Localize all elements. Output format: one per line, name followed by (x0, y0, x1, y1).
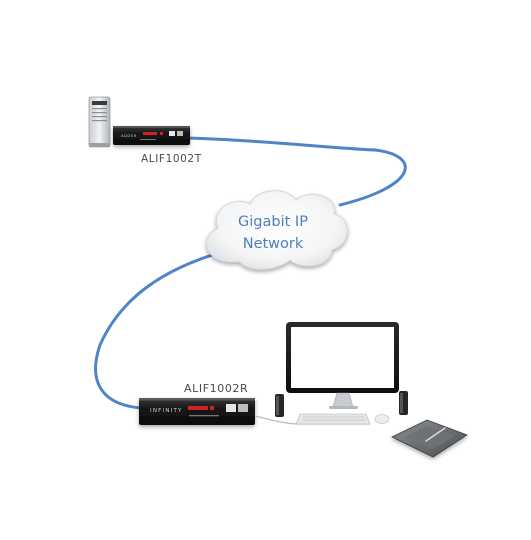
receiver-label: ALIF1002R (184, 382, 248, 395)
ip-cable-group (94, 136, 407, 410)
monitor (286, 322, 399, 409)
mouse (374, 414, 390, 424)
ip-cable-transmitter (186, 136, 407, 207)
transmitter-label: ALIF1002T (141, 153, 202, 165)
speaker-left (275, 394, 284, 417)
transmitter-unit: ADDER (113, 126, 190, 145)
speaker-right (399, 391, 408, 415)
svg-text:ADDER: ADDER (121, 134, 137, 138)
network-label-line1: Gigabit IP (238, 214, 308, 230)
receiver-unit: INFINITY (139, 398, 255, 425)
keyboard (295, 413, 371, 425)
pc-tower (88, 96, 111, 148)
svg-text:INFINITY: INFINITY (150, 408, 183, 414)
ip-cable-receiver (94, 250, 224, 410)
network-label-line2: Network (242, 236, 304, 252)
network-cloud (206, 190, 348, 270)
graphics-tablet (391, 419, 468, 458)
